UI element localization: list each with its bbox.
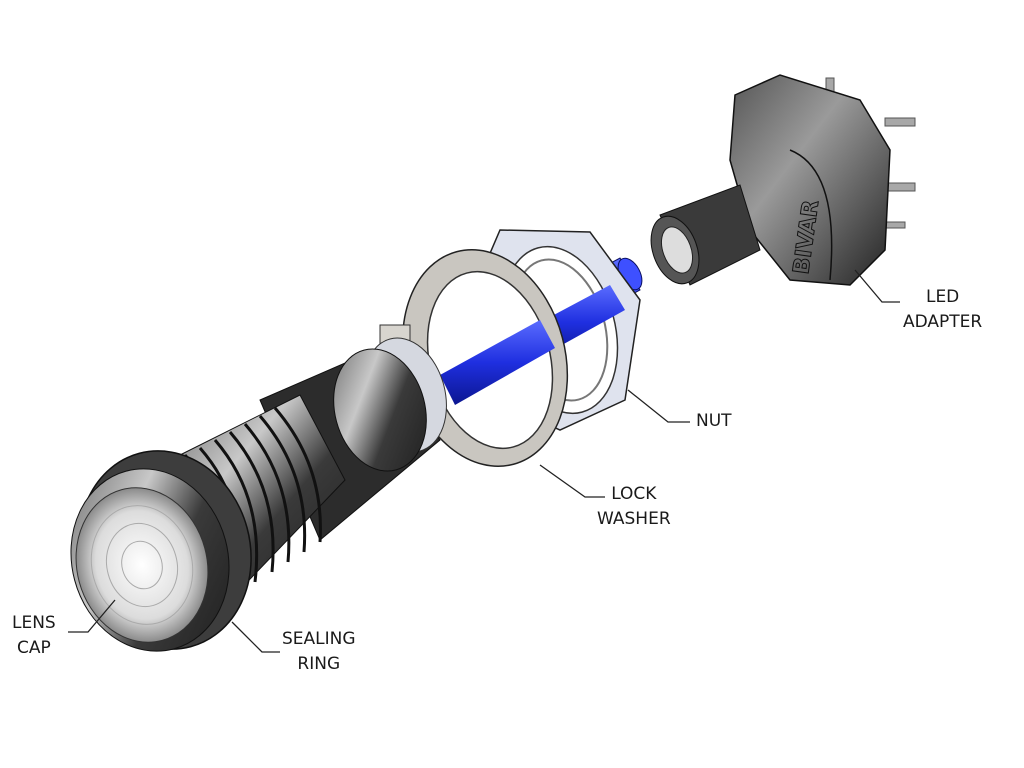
label-line: RING (297, 654, 341, 674)
leader-led-adapter (854, 269, 900, 303)
threads (183, 407, 322, 601)
label-line: SEALING (282, 629, 356, 649)
leader-lens-cap (68, 599, 116, 633)
label-line: LED (925, 287, 960, 307)
leader-lock-washer (539, 464, 605, 498)
leader-nut (627, 389, 690, 423)
label-lock-washer: LOCK WASHER (597, 482, 671, 532)
label-line: CAP (16, 638, 51, 658)
label-sealing-ring: SEALING RING (282, 627, 356, 677)
label-line: ADAPTER (903, 312, 983, 332)
label-line: WASHER (597, 509, 671, 529)
label-line: LOCK (611, 484, 657, 504)
leader-sealing-ring (231, 621, 280, 653)
label-nut: NUT (696, 409, 732, 434)
label-led-adapter: LED ADAPTER (903, 285, 982, 335)
leader-lines (68, 269, 900, 653)
led-adapter-part: BIVAR (650, 74, 916, 286)
label-lens-cap: LENS CAP (12, 611, 56, 661)
label-line: LENS (12, 613, 56, 633)
label-line: NUT (696, 411, 732, 431)
